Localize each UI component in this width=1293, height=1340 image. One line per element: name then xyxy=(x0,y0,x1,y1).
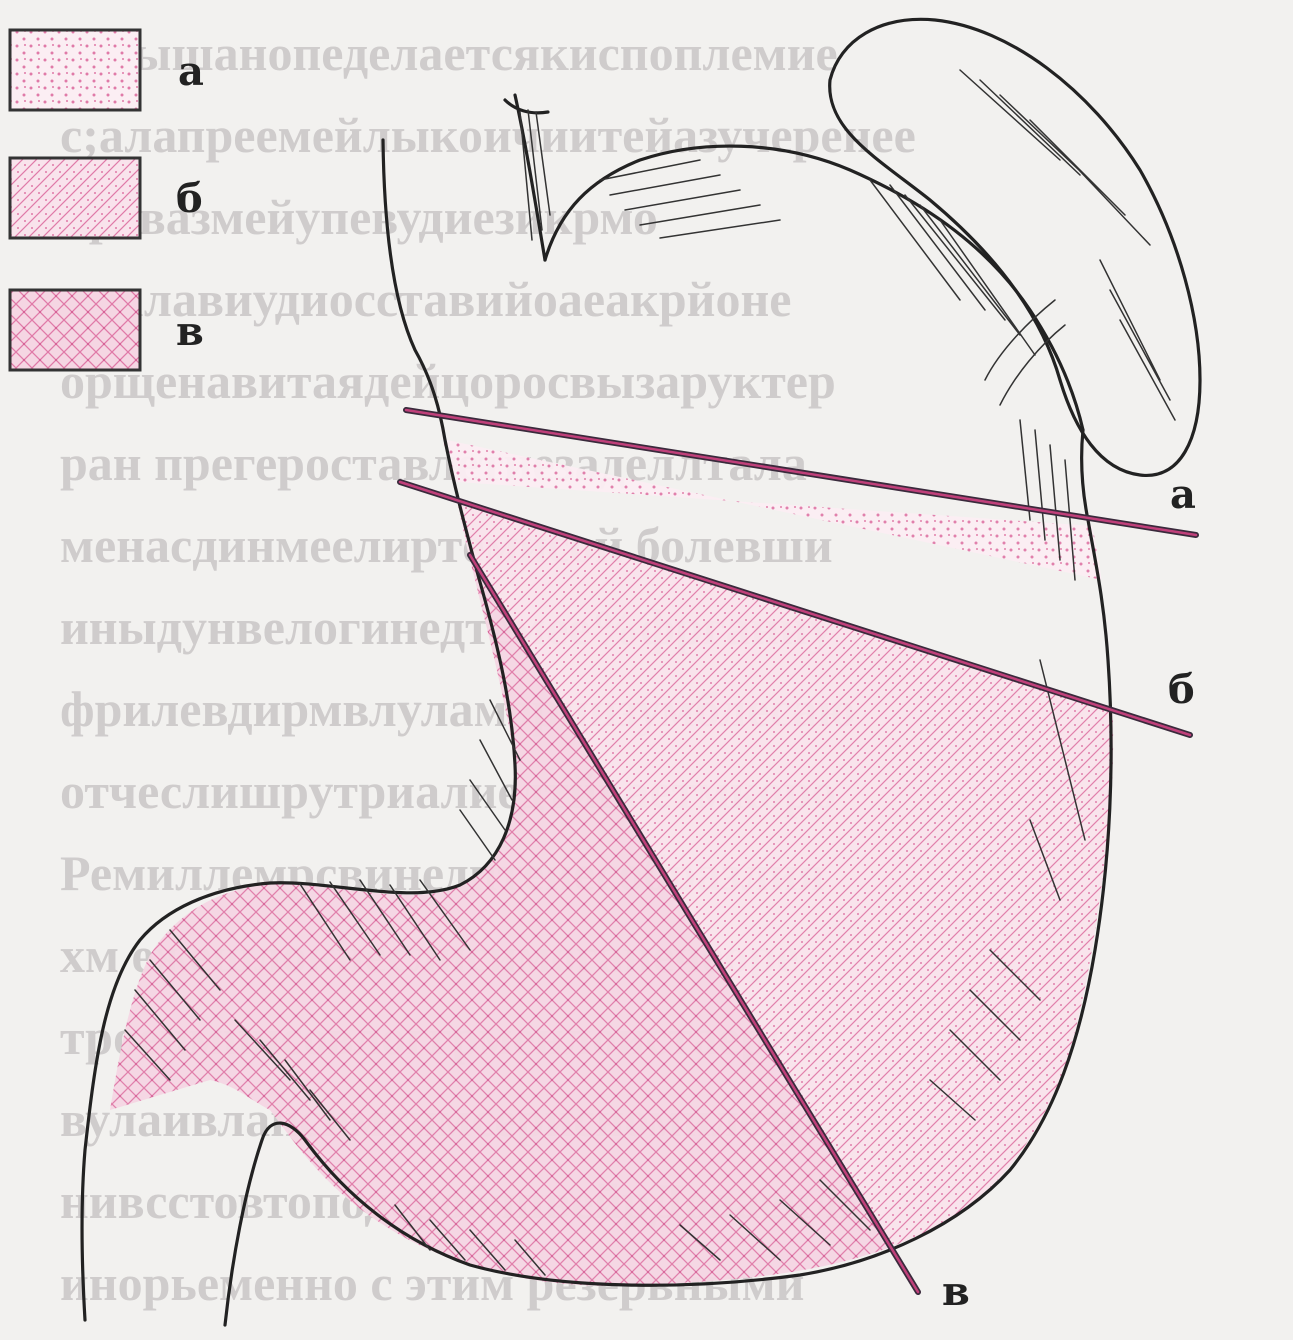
legend-swatch-b xyxy=(10,158,140,238)
cut-label-b: б xyxy=(1168,666,1195,713)
legend-item-a: а xyxy=(10,30,204,110)
legend-label-c: в xyxy=(176,308,204,355)
fundus-outline xyxy=(545,146,1083,430)
legend-swatch-a xyxy=(10,30,140,110)
cardia-left xyxy=(515,95,545,260)
cardia-stub xyxy=(505,100,548,113)
legend-label-a: а xyxy=(178,48,204,95)
legend-label-b: б xyxy=(176,175,203,222)
cut-label-c: в xyxy=(942,1268,970,1315)
legend: а б в xyxy=(10,30,204,370)
cut-label-a: а xyxy=(1170,471,1196,518)
spleen-outline xyxy=(830,19,1200,475)
legend-item-b: б xyxy=(10,158,203,238)
legend-item-c: в xyxy=(10,290,204,370)
resection-zones xyxy=(60,430,1196,1300)
legend-swatch-c xyxy=(10,290,140,370)
